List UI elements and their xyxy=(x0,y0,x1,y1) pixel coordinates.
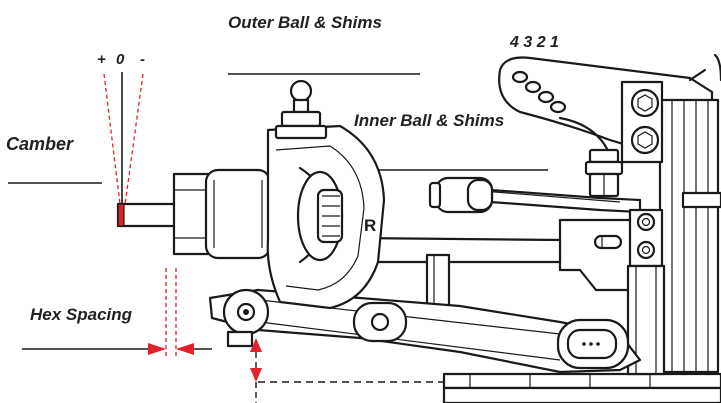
camber-plus-marker: + xyxy=(97,51,106,68)
hex-hub xyxy=(172,168,272,260)
camber-zero-marker: 0 xyxy=(116,51,125,68)
upper-camber-link xyxy=(428,176,642,214)
lower-suspension-arm xyxy=(208,288,642,374)
inner-mount-block xyxy=(558,218,634,292)
outer-arm-pivot xyxy=(222,288,270,348)
chassis-base xyxy=(258,372,721,403)
outer-ball-label: Outer Ball & Shims xyxy=(228,13,382,32)
hex-spacing-dimension xyxy=(148,268,212,358)
outer-ball-stud xyxy=(274,79,328,140)
hole-numbers-label: 4 3 2 1 xyxy=(509,34,559,51)
camber-label: Camber xyxy=(6,134,74,154)
steering-rod xyxy=(353,236,562,264)
ride-height-dimension xyxy=(250,338,262,403)
steering-knuckle: R xyxy=(266,124,386,310)
inner-pivot-stack xyxy=(626,208,666,376)
steering-holes xyxy=(511,70,567,114)
hub-side-letter: R xyxy=(364,216,376,235)
camber-indicator xyxy=(103,72,144,213)
inner-ball-label: Inner Ball & Shims xyxy=(354,111,504,130)
steering-ball-link xyxy=(584,148,624,198)
spindle-axle xyxy=(116,202,184,228)
camber-minus-marker: - xyxy=(140,51,145,68)
bulkhead xyxy=(658,53,721,374)
upper-screws xyxy=(620,80,664,164)
hex-spacing-label: Hex Spacing xyxy=(30,305,133,324)
